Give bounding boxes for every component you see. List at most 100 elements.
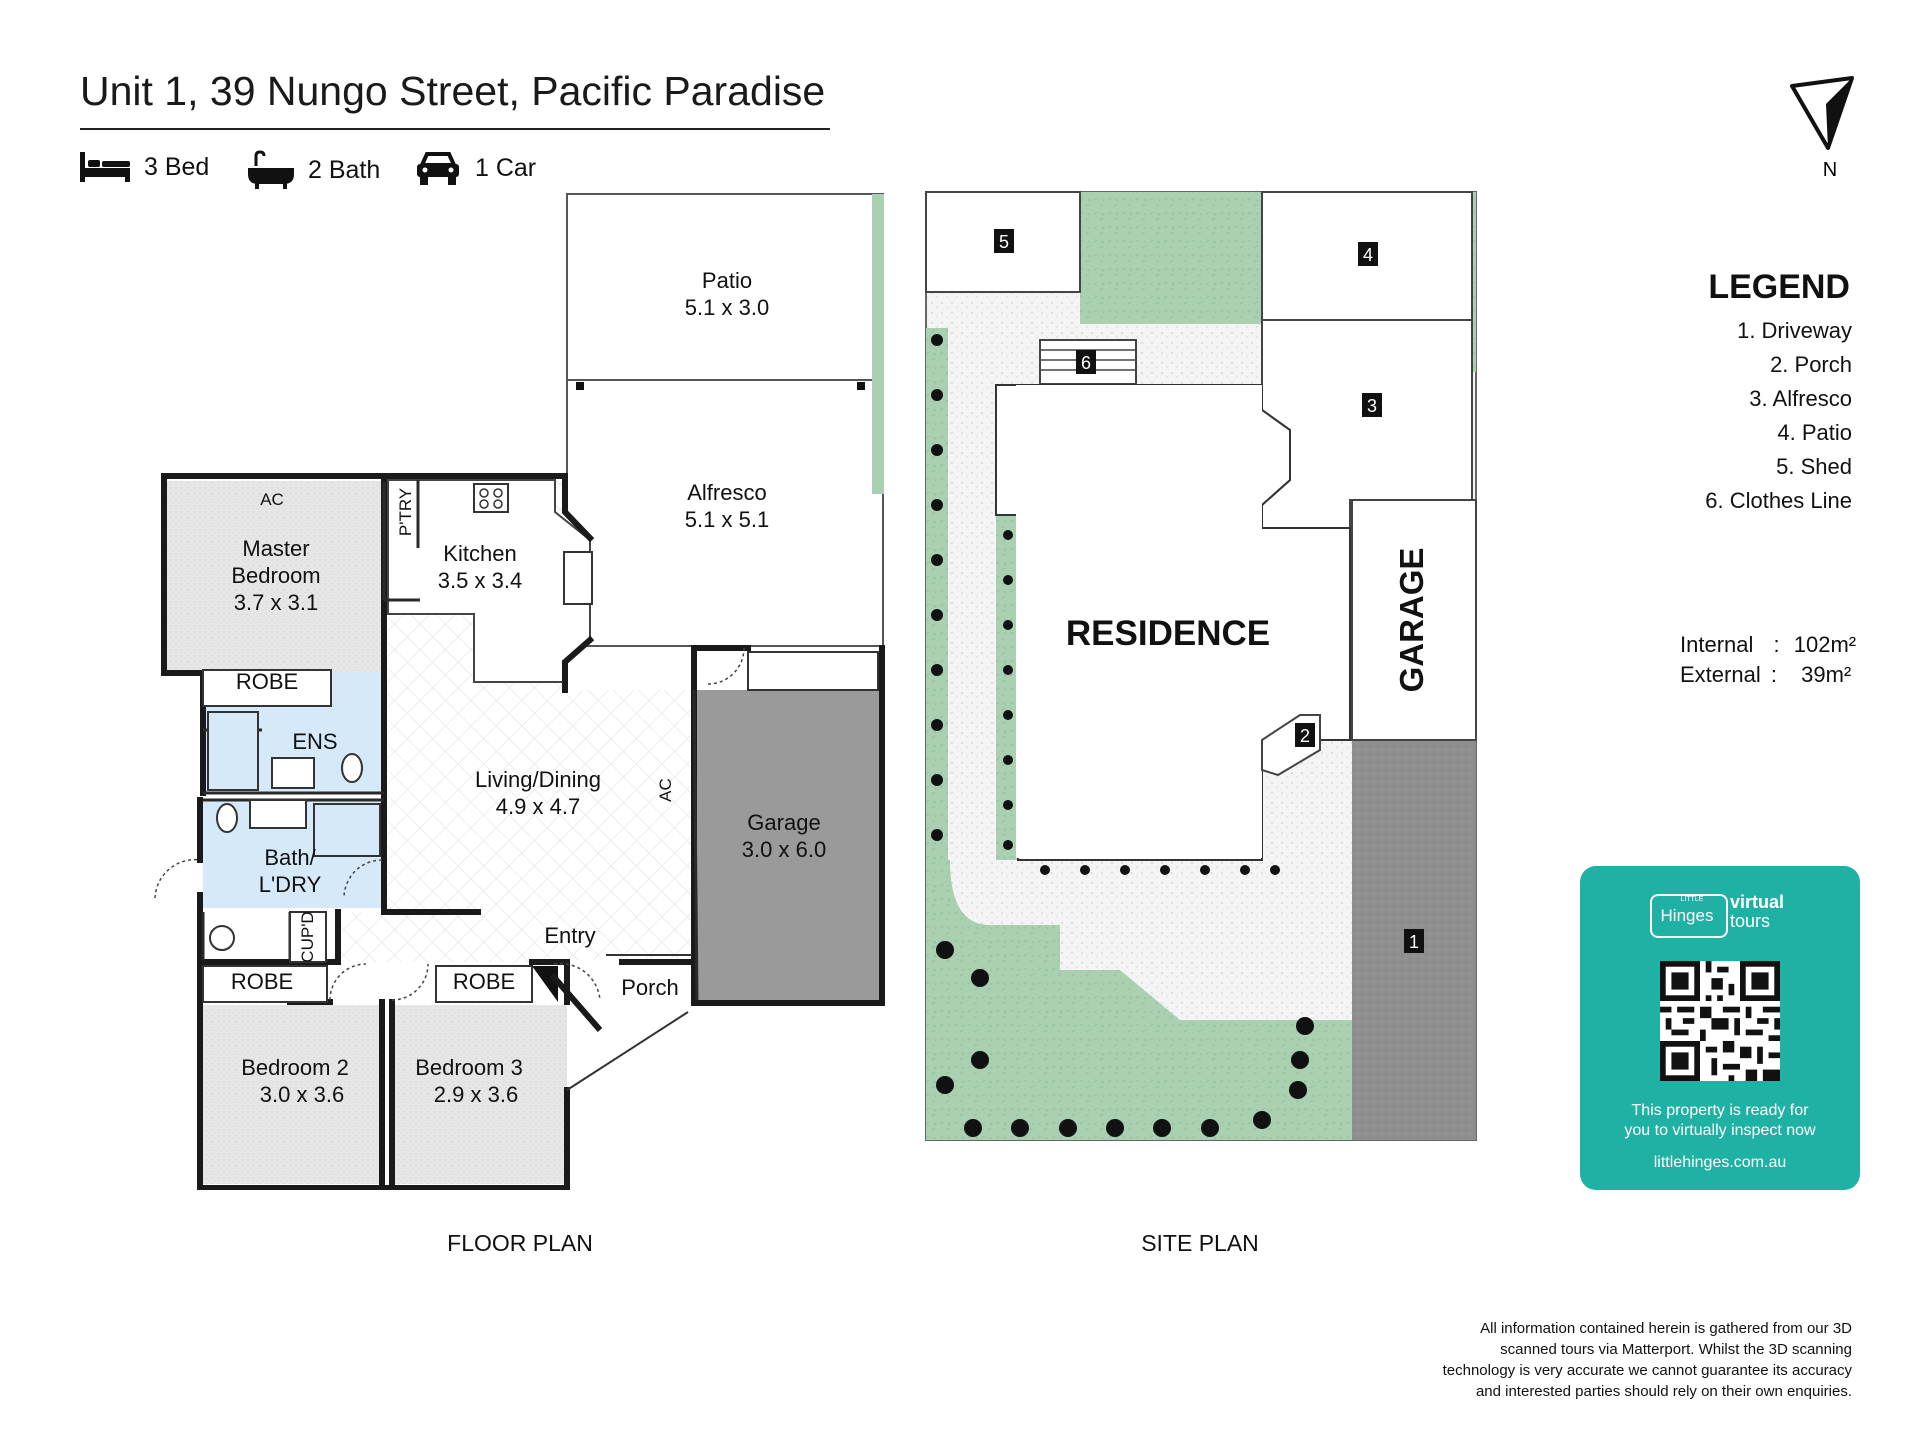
title-divider	[80, 128, 830, 130]
internal-area-separator: :	[1773, 632, 1780, 657]
legend-item: 1. Driveway	[1737, 318, 1852, 343]
logo-tours-text: tours	[1730, 911, 1771, 931]
master-name-line2: Bedroom	[231, 563, 320, 588]
kitchen-size: 3.5 x 3.4	[438, 568, 522, 593]
marker-1: 1	[1409, 932, 1419, 952]
site-markers: 1 2 3 4 5 6	[994, 229, 1424, 953]
residence-body	[1016, 385, 1262, 858]
entry-door	[549, 973, 603, 1032]
legend-item: 3. Alfresco	[1749, 386, 1852, 411]
master-name-line1: Master	[242, 536, 309, 561]
garage-site	[1351, 499, 1477, 741]
feature-beds: 3 Bed	[80, 150, 209, 184]
tour-line-2: you to virtually inspect now	[1624, 1122, 1816, 1139]
site-hedge-dots	[931, 334, 1314, 1137]
laundry-tub-icon	[209, 925, 235, 951]
ensuite-shower-icon	[207, 711, 259, 791]
disclaimer: All information contained herein is gath…	[1380, 1318, 1852, 1402]
patio-post	[576, 382, 584, 390]
living-size: 4.9 x 4.7	[496, 794, 580, 819]
bath-name-line2: L'DRY	[259, 872, 322, 897]
cooktop-icon	[473, 483, 509, 513]
disclaimer-line: technology is very accurate we cannot gu…	[1442, 1362, 1852, 1379]
residence-label: RESIDENCE	[1066, 614, 1270, 653]
patio-garden-strip	[872, 194, 884, 494]
door-swings	[154, 647, 745, 1001]
garage-name: Garage	[747, 810, 820, 835]
bedroom3-floor	[392, 1005, 567, 1184]
internal-area-label: Internal	[1680, 632, 1754, 657]
beds-label: 3 Bed	[144, 152, 210, 181]
alfresco-name: Alfresco	[687, 480, 766, 505]
master-ac-label: AC	[260, 490, 284, 509]
north-compass-icon: N	[1790, 76, 1854, 181]
bedroom2-floor	[203, 1005, 382, 1184]
site-garage-label: GARAGE	[1393, 548, 1430, 693]
alfresco-size: 5.1 x 5.1	[685, 507, 769, 532]
qr-code-icon	[1660, 961, 1780, 1081]
external-area-value: 39m²	[1801, 662, 1852, 687]
disclaimer-line: scanned tours via Matterport. Whilst the…	[1500, 1341, 1852, 1358]
legend-item: 5. Shed	[1776, 454, 1852, 479]
bedroom2-robe-label: ROBE	[231, 969, 293, 994]
marker-4-box	[1358, 242, 1378, 266]
site-plan-caption: SITE PLAN	[1141, 1230, 1259, 1256]
disclaimer-line: All information contained herein is gath…	[1480, 1320, 1852, 1337]
patio-size: 5.1 x 3.0	[685, 295, 769, 320]
cars-label: 1 Car	[475, 153, 537, 182]
garage-floor	[697, 690, 882, 1000]
marker-6: 6	[1081, 353, 1091, 373]
legend-item: 4. Patio	[1777, 420, 1852, 445]
legend-item: 6. Clothes Line	[1705, 488, 1852, 513]
bath-shower-icon	[313, 803, 381, 857]
bath-toilet-icon	[216, 803, 238, 833]
bed2-name: Bedroom 2	[241, 1055, 349, 1080]
marker-1-box	[1404, 929, 1424, 953]
virtual-tour-card[interactable]: LITTLE Hinges virtual tours This propert…	[1580, 866, 1860, 1190]
external-area-separator: :	[1770, 662, 1777, 687]
feature-cars: 1 Car	[415, 150, 536, 186]
bedroom2-robe	[202, 965, 328, 1003]
porch-name: Porch	[621, 975, 678, 1000]
kitchen-name: Kitchen	[443, 541, 516, 566]
property-address-title: Unit 1, 39 Nungo Street, Pacific Paradis…	[80, 68, 826, 114]
lawn-top	[1080, 192, 1262, 324]
bath-icon	[248, 150, 294, 189]
clothes-line	[1039, 339, 1137, 385]
patio-name: Patio	[702, 268, 752, 293]
bed2-size: 3.0 x 3.6	[260, 1082, 344, 1107]
car-icon	[417, 152, 459, 185]
bath-vanity-icon	[249, 799, 307, 829]
ens-name: ENS	[292, 729, 337, 754]
bath-name-line1: Bath/	[264, 845, 316, 870]
master-robe-label: ROBE	[236, 669, 298, 694]
tour-line-1: This property is ready for	[1631, 1102, 1809, 1119]
internal-area-value: 102m²	[1793, 632, 1857, 657]
marker-3: 3	[1367, 396, 1377, 416]
external-area-label: External	[1680, 662, 1761, 687]
entry-name: Entry	[544, 923, 595, 948]
alfresco-site	[1261, 319, 1473, 529]
internal-area-row: Internal : 102m²	[1680, 632, 1856, 658]
living-name: Living/Dining	[475, 767, 601, 792]
marker-3-box	[1362, 393, 1382, 417]
logo-virtual-text: virtual	[1730, 892, 1785, 912]
baths-label: 2 Bath	[308, 155, 381, 184]
patio-post	[857, 382, 865, 390]
master-bedroom-floor	[167, 481, 384, 673]
external-area-row: External : 39m²	[1680, 662, 1851, 688]
floor-plan: Patio 5.1 x 3.0 Alfresco 5.1 x 5.1 Kitch…	[154, 193, 885, 1190]
bed-icon	[80, 152, 130, 182]
site-plan: RESIDENCE GARAGE 1 2 3 4 5 6	[925, 191, 1477, 1141]
tour-url-link[interactable]: littlehinges.com.au	[1653, 1154, 1787, 1171]
living-ac-label: AC	[656, 778, 675, 802]
marker-6-box	[1076, 350, 1096, 374]
porch-outline	[566, 1011, 689, 1091]
bed3-size: 2.9 x 3.6	[434, 1082, 518, 1107]
marker-4: 4	[1363, 245, 1373, 265]
logo-brand-text: Hinges	[1660, 906, 1714, 925]
feature-baths: 2 Bath	[248, 150, 380, 190]
marker-5-box	[994, 229, 1014, 253]
compass-n-label: N	[1823, 159, 1837, 181]
master-size: 3.7 x 3.1	[234, 590, 318, 615]
